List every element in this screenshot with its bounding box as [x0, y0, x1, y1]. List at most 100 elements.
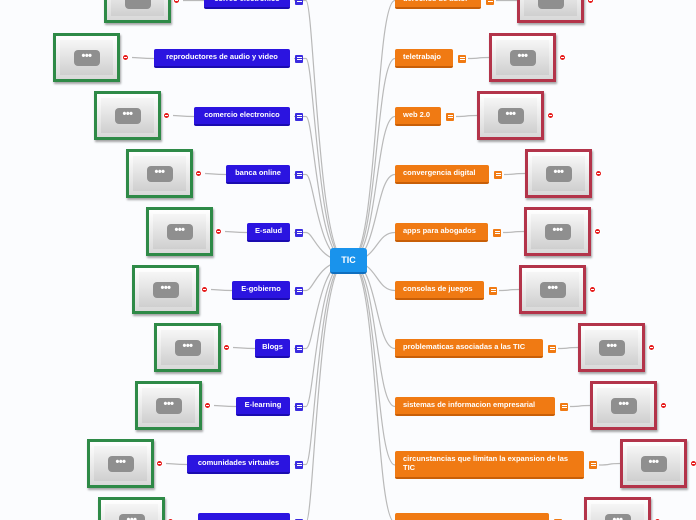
right-image-thumbnail-4[interactable]: ••• [525, 149, 592, 198]
connector-line [557, 346, 579, 350]
left-notes-icon-1[interactable] [295, 0, 303, 5]
more-ellipsis-icon: ••• [114, 107, 141, 124]
left-collapse-badge-icon-7[interactable] [223, 343, 230, 351]
more-ellipsis-icon: ••• [107, 455, 134, 472]
left-collapse-badge-icon-10[interactable] [167, 517, 174, 520]
right-image-thumbnail-1[interactable]: ••• [517, 0, 584, 23]
more-ellipsis-icon: ••• [544, 223, 571, 240]
left-notes-icon-3[interactable] [295, 112, 303, 121]
right-notes-icon-8[interactable] [560, 402, 568, 411]
right-notes-icon-1[interactable] [486, 0, 494, 5]
right-collapse-badge-icon-2[interactable] [559, 53, 566, 61]
left-notes-icon-9[interactable] [295, 460, 303, 469]
right-collapse-badge-icon-5[interactable] [594, 227, 601, 235]
connector-line [598, 462, 621, 466]
right-collapse-badge-icon-7[interactable] [648, 343, 655, 351]
connector-line [467, 56, 490, 60]
left-topic-10[interactable] [198, 513, 290, 520]
right-collapse-badge-icon-6[interactable] [589, 285, 596, 293]
more-ellipsis-icon: ••• [598, 339, 625, 356]
left-topic-8[interactable]: E-learning [236, 397, 290, 416]
right-topic-4[interactable]: convergencia digital [395, 165, 489, 184]
right-notes-icon-10[interactable] [554, 518, 562, 520]
left-image-thumbnail-10[interactable]: ••• [98, 497, 165, 520]
right-notes-icon-4[interactable] [494, 170, 502, 179]
right-collapse-badge-icon-9[interactable] [690, 459, 696, 467]
right-image-thumbnail-7[interactable]: ••• [578, 323, 645, 372]
left-image-thumbnail-9[interactable]: ••• [87, 439, 154, 488]
left-notes-icon-6[interactable] [295, 286, 303, 295]
right-notes-icon-6[interactable] [489, 286, 497, 295]
more-ellipsis-icon: ••• [539, 281, 566, 298]
left-topic-3[interactable]: comercio electronico [194, 107, 290, 126]
left-collapse-badge-icon-5[interactable] [215, 227, 222, 235]
right-topic-7[interactable]: problematicas asociadas a las TIC [395, 339, 543, 358]
right-notes-icon-9[interactable] [589, 461, 597, 469]
left-notes-icon-8[interactable] [295, 402, 303, 411]
right-image-thumbnail-5[interactable]: ••• [524, 207, 591, 256]
left-notes-icon-5[interactable] [295, 228, 303, 237]
connector-line [306, 260, 347, 520]
right-topic-8[interactable]: sistemas de informacion empresarial [395, 397, 555, 416]
right-collapse-badge-icon-3[interactable] [547, 111, 554, 119]
connector-line [502, 230, 525, 234]
connector-line [349, 260, 393, 520]
right-image-thumbnail-10[interactable]: ••• [584, 497, 651, 520]
right-topic-5[interactable]: apps para abogados [395, 223, 488, 242]
left-collapse-badge-icon-9[interactable] [156, 459, 163, 467]
right-topic-9[interactable]: circunstancias que limitan la expansion … [395, 451, 584, 479]
right-topic-6[interactable]: consolas de juegos [395, 281, 484, 300]
left-topic-6[interactable]: E-gobierno [232, 281, 290, 300]
left-image-thumbnail-2[interactable]: ••• [53, 33, 120, 82]
left-image-thumbnail-1[interactable]: ••• [104, 0, 171, 23]
right-image-thumbnail-6[interactable]: ••• [519, 265, 586, 314]
right-image-thumbnail-3[interactable]: ••• [477, 91, 544, 140]
more-ellipsis-icon: ••• [118, 513, 145, 520]
right-image-thumbnail-2[interactable]: ••• [489, 33, 556, 82]
right-topic-1[interactable]: derechos de autor [395, 0, 481, 9]
left-topic-2[interactable]: reproductores de audio y video [154, 49, 290, 68]
right-collapse-badge-icon-4[interactable] [595, 169, 602, 177]
left-collapse-badge-icon-1[interactable] [173, 0, 180, 4]
left-notes-icon-10[interactable] [295, 518, 303, 520]
left-collapse-badge-icon-6[interactable] [201, 285, 208, 293]
right-collapse-badge-icon-1[interactable] [587, 0, 594, 4]
left-image-thumbnail-7[interactable]: ••• [154, 323, 221, 372]
left-collapse-badge-icon-8[interactable] [204, 401, 211, 409]
connector-line [224, 230, 248, 234]
right-topic-3[interactable]: web 2.0 [395, 107, 441, 126]
right-image-thumbnail-8[interactable]: ••• [590, 381, 657, 430]
connector-line [165, 462, 188, 466]
right-notes-icon-5[interactable] [493, 228, 501, 237]
left-notes-icon-2[interactable] [295, 54, 303, 63]
right-collapse-badge-icon-8[interactable] [660, 401, 667, 409]
left-collapse-badge-icon-2[interactable] [122, 53, 129, 61]
left-image-thumbnail-3[interactable]: ••• [94, 91, 161, 140]
left-notes-icon-7[interactable] [295, 344, 303, 353]
right-notes-icon-3[interactable] [446, 112, 454, 121]
more-ellipsis-icon: ••• [610, 397, 637, 414]
left-collapse-badge-icon-4[interactable] [195, 169, 202, 177]
left-topic-1[interactable]: correo electronico [204, 0, 290, 9]
left-topic-4[interactable]: banca online [226, 165, 290, 184]
connector-line [503, 172, 526, 176]
central-topic[interactable]: TIC [330, 248, 367, 274]
left-topic-7[interactable]: Blogs [255, 339, 290, 358]
left-notes-icon-4[interactable] [295, 170, 303, 179]
connector-line [210, 288, 233, 292]
left-image-thumbnail-6[interactable]: ••• [132, 265, 199, 314]
right-collapse-badge-icon-10[interactable] [654, 517, 661, 520]
right-notes-icon-2[interactable] [458, 54, 466, 63]
left-topic-5[interactable]: E-salud [247, 223, 290, 242]
left-image-thumbnail-5[interactable]: ••• [146, 207, 213, 256]
left-image-thumbnail-8[interactable]: ••• [135, 381, 202, 430]
left-image-thumbnail-4[interactable]: ••• [126, 149, 193, 198]
left-topic-9[interactable]: comunidades virtuales [187, 455, 290, 474]
right-image-thumbnail-9[interactable]: ••• [620, 439, 687, 488]
right-notes-icon-7[interactable] [548, 344, 556, 353]
connector-line [305, 260, 347, 466]
right-topic-10[interactable] [395, 513, 549, 520]
left-collapse-badge-icon-3[interactable] [163, 111, 170, 119]
right-topic-2[interactable]: teletrabajo [395, 49, 453, 68]
